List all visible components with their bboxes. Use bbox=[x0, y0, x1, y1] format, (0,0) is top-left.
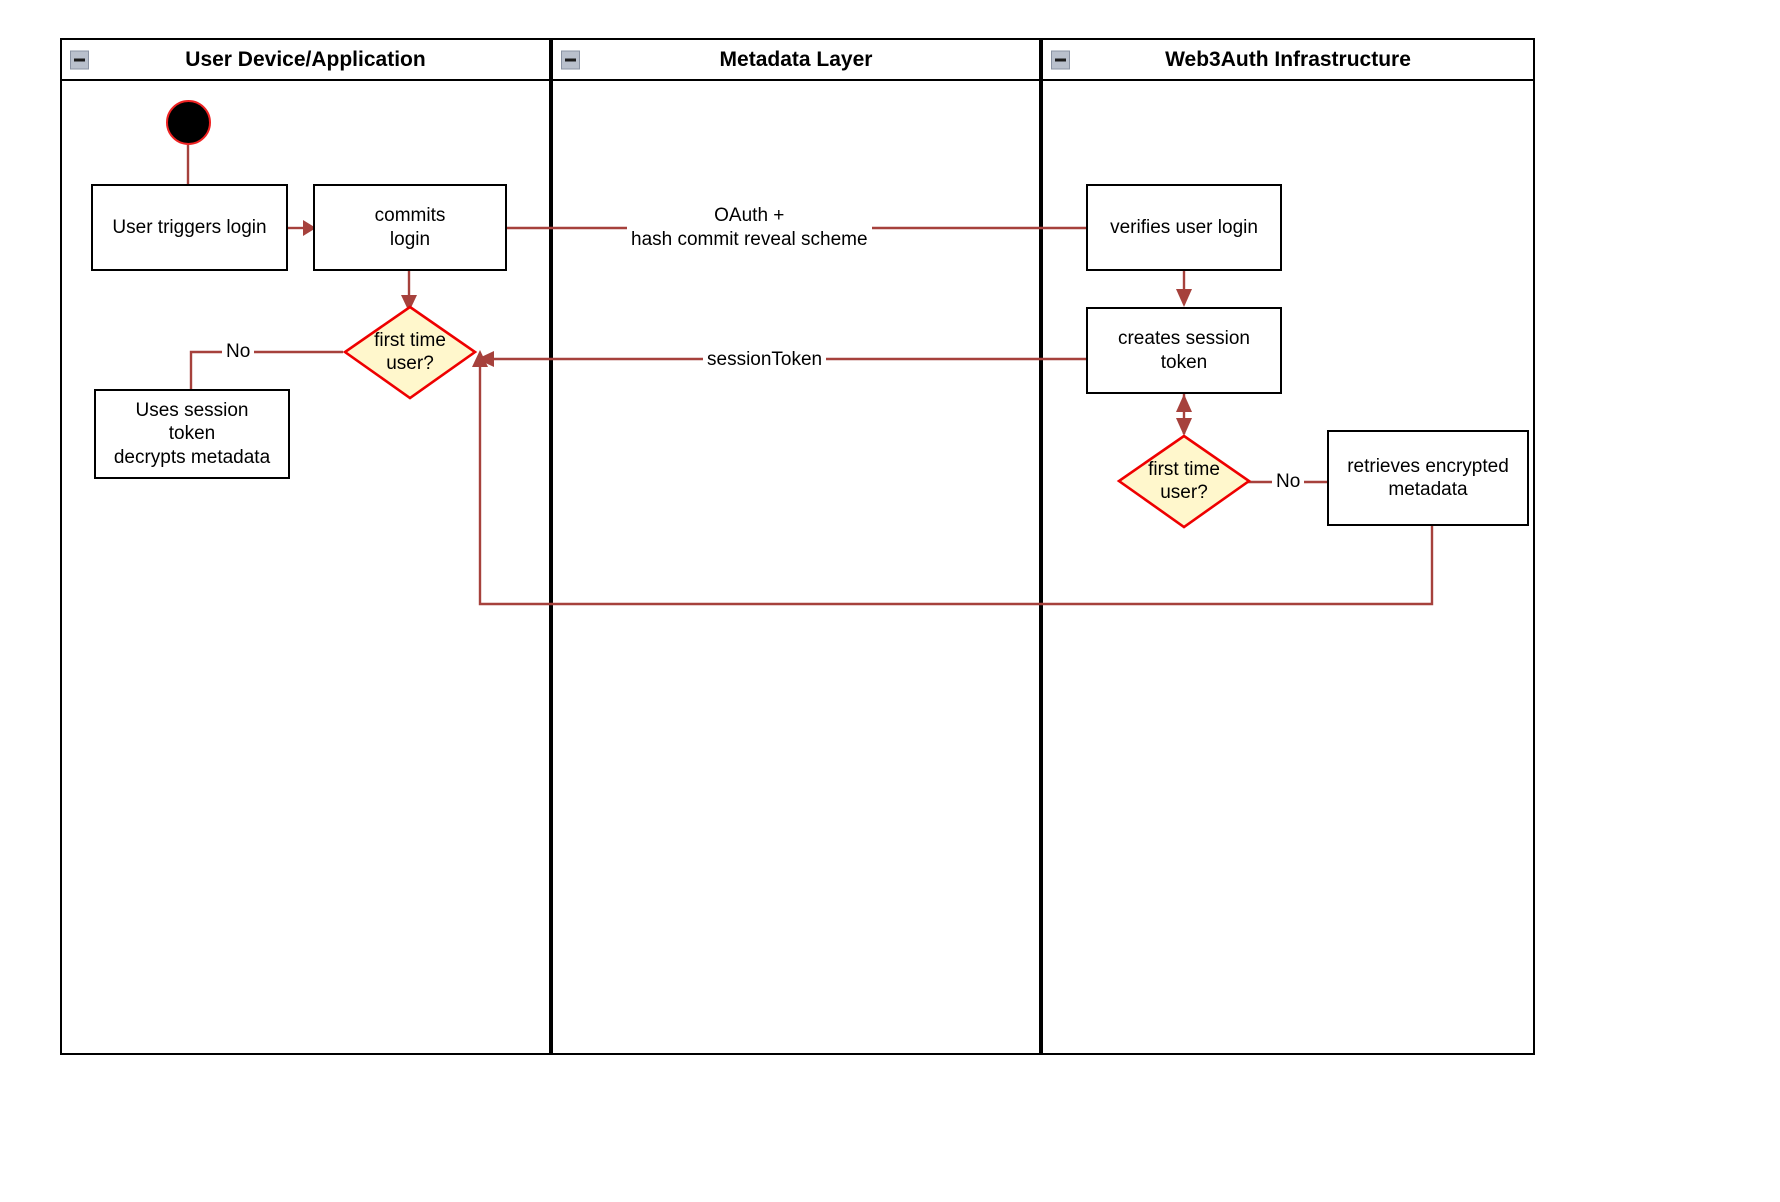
action-label-line2: metadata bbox=[1388, 479, 1468, 500]
action-label-line1: retrieves encrypted bbox=[1347, 455, 1509, 477]
edge-label-session-token: sessionToken bbox=[703, 349, 827, 371]
initial-node bbox=[166, 100, 211, 145]
action-label: User triggers login bbox=[112, 216, 267, 238]
decision-label-line2: user? bbox=[386, 352, 434, 374]
edge-label-no-left: No bbox=[222, 341, 255, 363]
lane-header-metadata-layer[interactable]: Metadata Layer bbox=[551, 38, 1041, 81]
action-label-line2: login bbox=[389, 228, 431, 250]
action-uses-session-token[interactable]: Uses session token decrypts metadata bbox=[94, 389, 290, 479]
decision-label-line1: first time bbox=[1148, 458, 1220, 480]
collapse-minus-icon[interactable] bbox=[561, 50, 580, 69]
action-retrieves-encrypted-metadata[interactable]: retrieves encrypted metadata bbox=[1327, 430, 1529, 526]
action-label-line3: decrypts metadata bbox=[113, 446, 271, 468]
edge-label-no-right: No bbox=[1272, 471, 1305, 493]
lane-title-web3auth: Web3Auth Infrastructure bbox=[1165, 47, 1411, 71]
action-label-line2: token bbox=[168, 423, 216, 445]
collapse-minus-icon[interactable] bbox=[70, 50, 89, 69]
decision-first-time-user-left[interactable]: first time user? bbox=[342, 305, 478, 400]
action-label-line1: commits bbox=[374, 205, 446, 227]
action-label-line1: creates session bbox=[1117, 328, 1250, 350]
lane-header-web3auth[interactable]: Web3Auth Infrastructure bbox=[1041, 38, 1535, 81]
decision-label-line1: first time bbox=[374, 329, 446, 351]
edge-label-oauth-line2: hash commit reveal scheme bbox=[631, 228, 868, 250]
action-commits-login[interactable]: commits login bbox=[313, 184, 507, 271]
action-creates-session-token[interactable]: creates session token bbox=[1086, 307, 1282, 394]
action-label-line1: Uses session bbox=[135, 400, 249, 422]
lane-header-user-device[interactable]: User Device/Application bbox=[60, 38, 551, 81]
action-user-triggers-login[interactable]: User triggers login bbox=[91, 184, 288, 271]
lane-title-user-device: User Device/Application bbox=[185, 47, 426, 71]
lane-title-metadata-layer: Metadata Layer bbox=[719, 47, 873, 71]
action-label-line2: token bbox=[1160, 351, 1208, 373]
decision-label: first time user? bbox=[343, 305, 477, 400]
collapse-minus-icon[interactable] bbox=[1051, 50, 1070, 69]
decision-first-time-user-right[interactable]: first time user? bbox=[1116, 434, 1252, 529]
edge-label-oauth: OAuth + hash commit reveal scheme bbox=[627, 204, 872, 252]
decision-label: first time user? bbox=[1117, 434, 1251, 529]
edge-label-oauth-line1: OAuth + bbox=[714, 205, 785, 226]
decision-label-line2: user? bbox=[1160, 481, 1208, 503]
action-label: verifies user login bbox=[1110, 216, 1258, 238]
action-verifies-user-login[interactable]: verifies user login bbox=[1086, 184, 1282, 271]
